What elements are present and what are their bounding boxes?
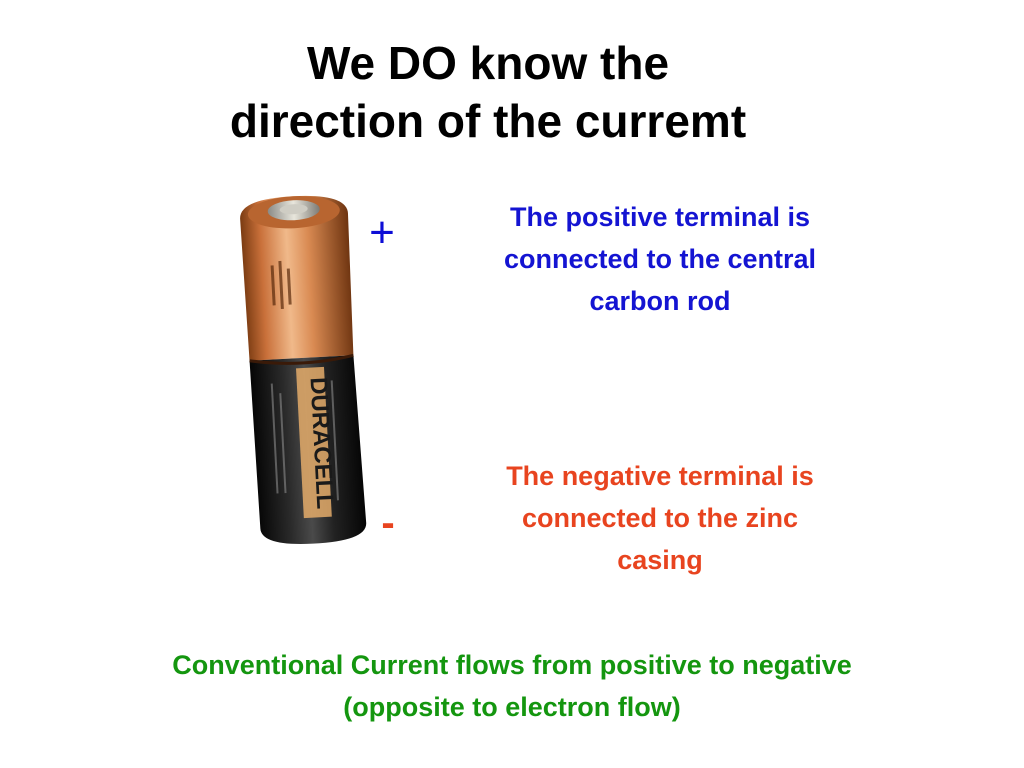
negative-note-line-2: connected to the zinc: [521, 503, 799, 533]
positive-note-line-1: The positive terminal is: [509, 202, 811, 232]
positive-terminal-note: The positive terminal is connected to th…: [440, 196, 880, 322]
negative-note-line-1: The negative terminal is: [506, 461, 814, 491]
negative-terminal-note: The negative terminal is connected to th…: [440, 455, 880, 581]
positive-note-line-2: connected to the central: [503, 244, 817, 274]
conventional-line-1: Conventional Current flows from positive…: [172, 650, 852, 680]
slide-title: We DO know the direction of the curremt: [0, 34, 976, 150]
positive-note-line-3: carbon rod: [589, 286, 731, 316]
negative-sign: -: [381, 501, 395, 545]
title-line-1: We DO know the: [306, 37, 670, 89]
conventional-line-2: (opposite to electron flow): [343, 692, 681, 722]
negative-note-line-3: casing: [617, 545, 703, 575]
title-line-2: direction of the curremt: [229, 95, 747, 147]
battery-image: DURACELL: [226, 182, 378, 554]
conventional-current-note: Conventional Current flows from positive…: [0, 644, 1024, 728]
positive-sign: +: [369, 208, 395, 257]
